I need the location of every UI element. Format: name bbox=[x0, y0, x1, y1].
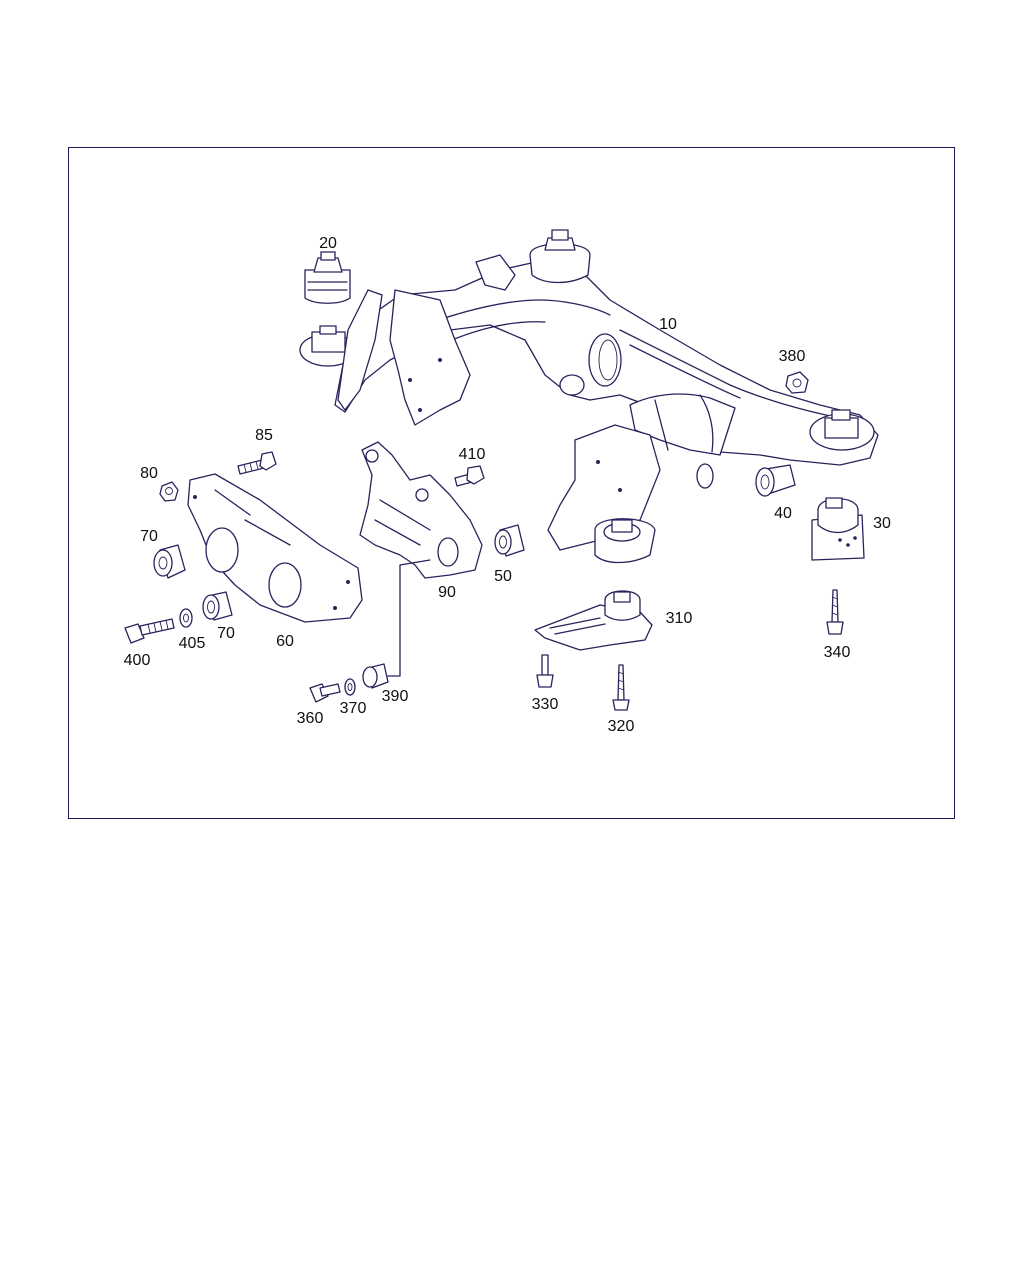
bushing-90 bbox=[494, 524, 525, 557]
label-20: 20 bbox=[319, 235, 337, 252]
diagram-frame bbox=[68, 147, 955, 819]
bolt-340 bbox=[826, 589, 844, 635]
nut-80 bbox=[159, 481, 179, 502]
bolt-85 bbox=[237, 451, 277, 475]
label-310: 310 bbox=[665, 610, 693, 627]
differential-bracket bbox=[187, 473, 363, 623]
bracket-90 bbox=[359, 441, 483, 579]
label-70b: 70 bbox=[217, 625, 235, 642]
mount-right bbox=[811, 497, 865, 561]
bushing-70a bbox=[153, 544, 186, 579]
label-70a: 70 bbox=[140, 528, 158, 545]
bushing-right bbox=[755, 464, 796, 497]
label-50: 50 bbox=[494, 568, 512, 585]
washer-405 bbox=[179, 608, 193, 628]
label-40: 40 bbox=[774, 505, 792, 522]
label-90: 90 bbox=[438, 584, 456, 601]
bolt-400 bbox=[124, 618, 175, 644]
washer-370 bbox=[344, 678, 356, 696]
label-370: 370 bbox=[339, 700, 367, 717]
rear-axle-carrier bbox=[299, 229, 879, 564]
label-320: 320 bbox=[607, 718, 635, 735]
bolt-410 bbox=[454, 465, 485, 487]
label-400: 400 bbox=[123, 652, 151, 669]
bolt-360 bbox=[309, 683, 341, 703]
label-340: 340 bbox=[823, 644, 851, 661]
label-390: 390 bbox=[381, 688, 409, 705]
label-10: 10 bbox=[659, 316, 677, 333]
bushing-top-left bbox=[304, 251, 351, 304]
label-405: 405 bbox=[178, 635, 206, 652]
bolt-320 bbox=[612, 664, 630, 711]
bushing-70b bbox=[202, 591, 233, 621]
label-360: 360 bbox=[296, 710, 324, 727]
label-410: 410 bbox=[458, 446, 486, 463]
label-380: 380 bbox=[778, 348, 806, 365]
label-30: 30 bbox=[873, 515, 891, 532]
bolt-330 bbox=[536, 654, 554, 688]
bushing-390 bbox=[362, 559, 431, 689]
mount-310 bbox=[534, 590, 653, 651]
label-330: 330 bbox=[531, 696, 559, 713]
nut-380 bbox=[785, 371, 809, 394]
label-80: 80 bbox=[140, 465, 158, 482]
label-85: 85 bbox=[255, 427, 273, 444]
label-60: 60 bbox=[276, 633, 294, 650]
